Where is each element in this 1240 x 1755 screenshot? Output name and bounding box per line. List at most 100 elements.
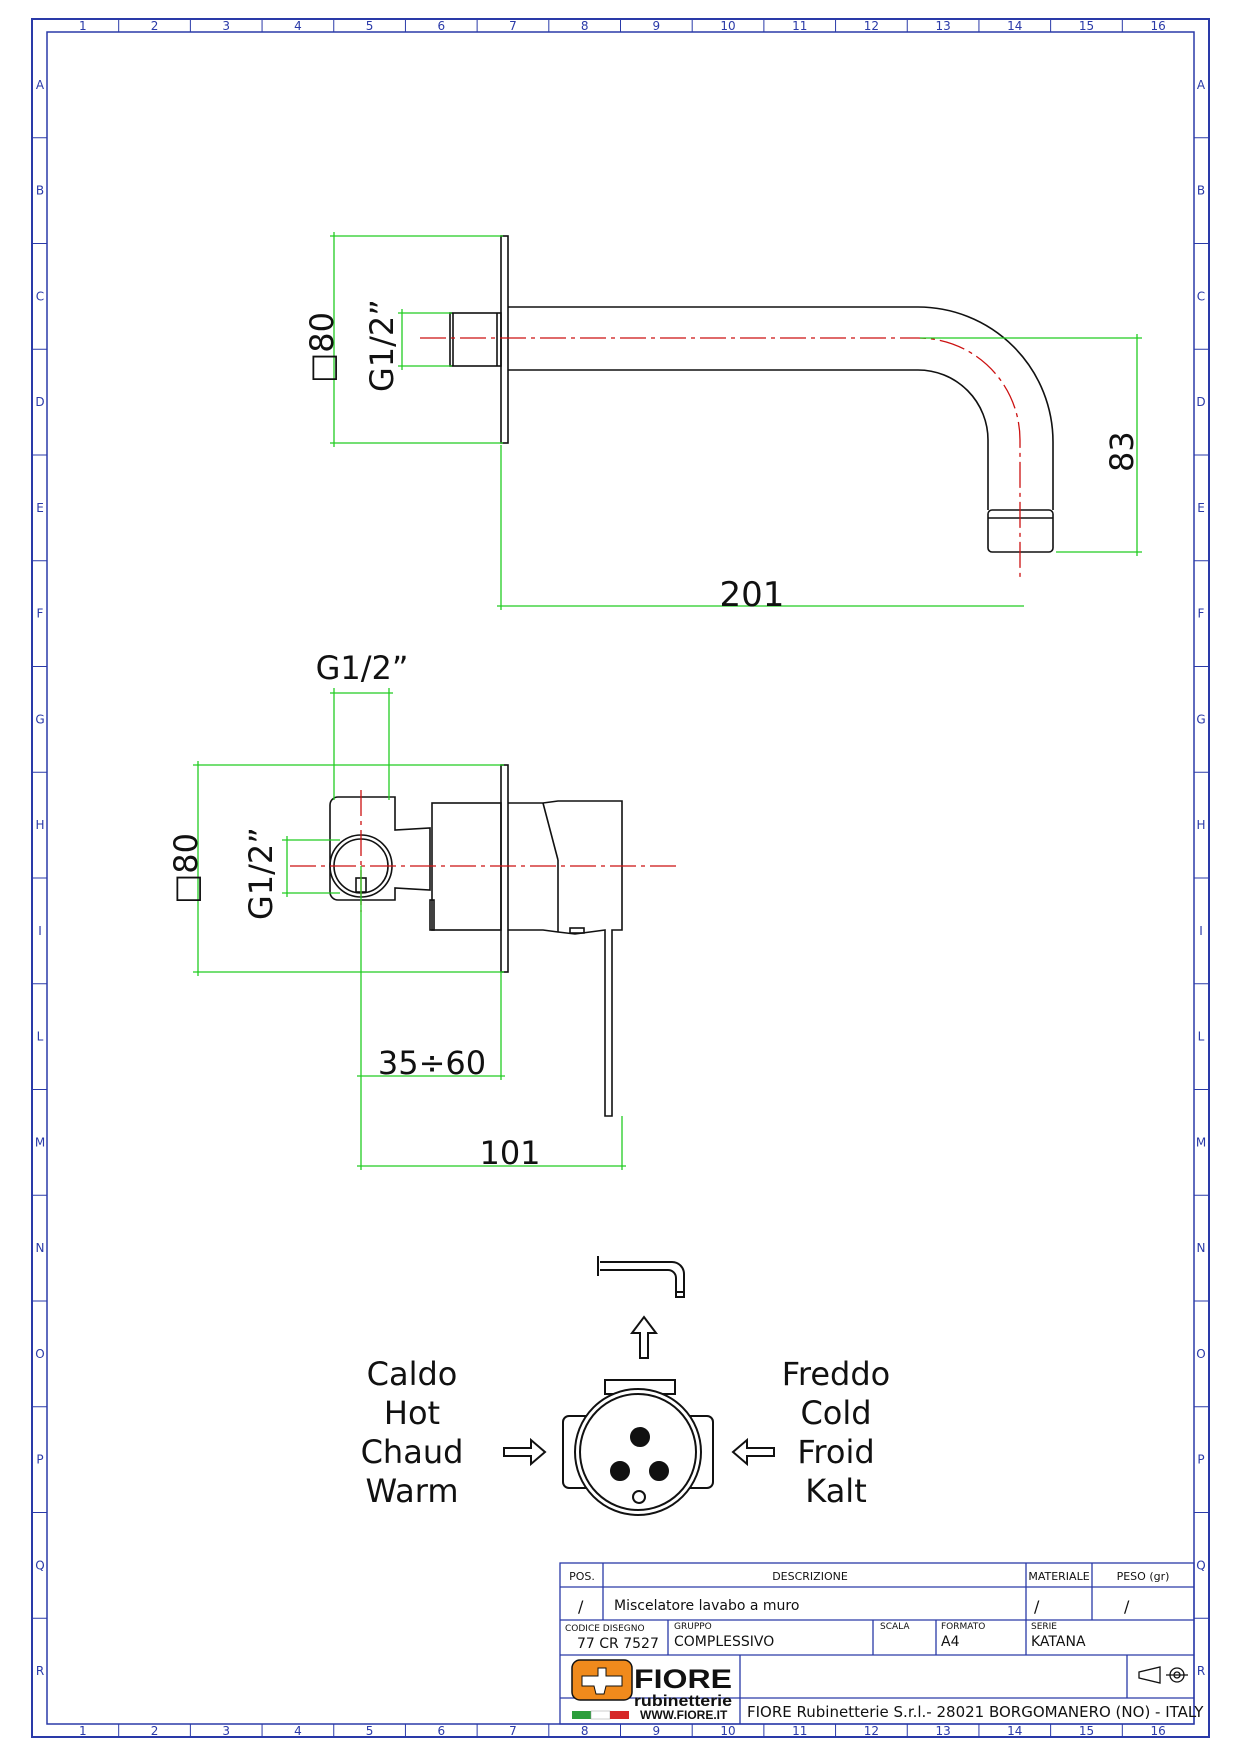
hot-label-de: Warm — [366, 1472, 459, 1510]
cold-label-it: Freddo — [782, 1355, 890, 1393]
mixer-dimension-lines — [193, 688, 626, 1170]
grid-row-label: A — [36, 78, 45, 92]
tb-series-value: KATANA — [1031, 1634, 1086, 1650]
tb-series-header: SERIE — [1031, 1622, 1057, 1632]
dim-mid-thread-side: G1/2” — [242, 827, 280, 920]
tb-pos-header: POS. — [569, 1570, 595, 1583]
grid-column-label: 3 — [222, 1724, 230, 1738]
grid-column-label: 1 — [79, 19, 87, 33]
tb-material-value: / — [1034, 1597, 1040, 1616]
port-right — [649, 1461, 669, 1481]
grid-row-label: N — [36, 1241, 45, 1255]
projection-symbol-icon — [1138, 1666, 1188, 1684]
tb-weight-header: PESO (gr) — [1117, 1570, 1170, 1583]
grid-row-label: Q — [1196, 1558, 1205, 1572]
spout-thread-connector — [449, 312, 502, 367]
grid-row-label: O — [35, 1347, 44, 1361]
grid-row-label: G — [1196, 712, 1205, 726]
hot-inlet-arrow — [503, 1437, 547, 1467]
dim-spout-drop: 83 — [1103, 431, 1141, 472]
spout-dimension-lines — [330, 232, 1142, 610]
tb-descr-header: DESCRIZIONE — [772, 1570, 848, 1583]
grid-row-label: C — [36, 289, 44, 303]
port-small — [632, 1490, 646, 1504]
tb-scale-header: SCALA — [880, 1622, 910, 1632]
grid-column-label: 10 — [720, 1724, 735, 1738]
logo-web: WWW.FIORE.IT — [640, 1708, 728, 1722]
mixer-handle — [508, 800, 623, 1117]
tb-pos-value: / — [578, 1597, 584, 1616]
grid-row-label: I — [38, 924, 42, 938]
grid-column-label: 4 — [294, 1724, 302, 1738]
tb-descr-value: Miscelatore lavabo a muro — [614, 1598, 799, 1614]
grid-reference-marks: 1122334455667788991010111112121313141415… — [32, 19, 1209, 1738]
grid-row-label: G — [35, 712, 44, 726]
grid-column-label: 15 — [1079, 1724, 1094, 1738]
dim-depth-range: 35÷60 — [378, 1044, 486, 1082]
grid-row-label: H — [1196, 818, 1205, 832]
port-left — [610, 1461, 630, 1481]
tb-material-header: MATERIALE — [1028, 1570, 1089, 1583]
grid-column-label: 5 — [366, 1724, 374, 1738]
grid-row-label: R — [36, 1664, 44, 1678]
grid-column-label: 11 — [792, 19, 807, 33]
logo-rubinetterie: rubinetterie — [634, 1693, 732, 1710]
spout-wall-plate — [500, 235, 509, 444]
hot-label-fr: Chaud — [361, 1433, 464, 1471]
grid-row-label: R — [1197, 1664, 1205, 1678]
grid-row-label: F — [37, 607, 44, 621]
outflow-arrow — [630, 1315, 658, 1359]
grid-column-label: 15 — [1079, 19, 1094, 33]
grid-column-label: 1 — [79, 1724, 87, 1738]
grid-column-label: 13 — [935, 19, 950, 33]
tb-format-value: A4 — [941, 1634, 960, 1650]
grid-row-label: P — [36, 1453, 43, 1467]
grid-column-label: 7 — [509, 1724, 517, 1738]
grid-row-label: F — [1198, 607, 1205, 621]
grid-row-label: M — [1196, 1135, 1206, 1149]
grid-column-label: 16 — [1151, 19, 1166, 33]
grid-column-label: 9 — [653, 1724, 661, 1738]
tb-format-header: FORMATO — [941, 1622, 985, 1632]
grid-column-label: 3 — [222, 19, 230, 33]
tb-group-header: GRUPPO — [674, 1622, 712, 1632]
spout-centerlines — [420, 337, 1021, 580]
port-top — [630, 1427, 650, 1447]
hot-label-it: Caldo — [367, 1355, 458, 1393]
grid-row-label: N — [1197, 1241, 1206, 1255]
mixer-inlet-fitting — [329, 796, 431, 901]
grid-row-label: Q — [35, 1558, 44, 1572]
grid-column-label: 13 — [935, 1724, 950, 1738]
title-block: POS. DESCRIZIONE MATERIALE PESO (gr) / M… — [559, 1562, 1204, 1725]
dim-mid-square: □80 — [167, 833, 205, 904]
grid-row-label: B — [36, 184, 44, 198]
grid-column-label: 14 — [1007, 1724, 1022, 1738]
grid-row-label: C — [1197, 289, 1205, 303]
cold-label-fr: Froid — [797, 1433, 874, 1471]
grid-row-label: M — [35, 1135, 45, 1149]
grid-column-label: 6 — [437, 1724, 445, 1738]
grid-column-label: 9 — [653, 19, 661, 33]
grid-column-label: 4 — [294, 19, 302, 33]
logo-fiore: FIORE — [634, 1664, 732, 1694]
tb-group-value: COMPLESSIVO — [674, 1634, 774, 1650]
dim-mid-thread-top: G1/2” — [316, 649, 409, 687]
hot-label-en: Hot — [384, 1394, 440, 1432]
grid-column-label: 7 — [509, 19, 517, 33]
grid-column-label: 8 — [581, 19, 589, 33]
grid-row-label: E — [1197, 501, 1205, 515]
grid-column-label: 12 — [864, 19, 879, 33]
grid-row-label: I — [1199, 924, 1203, 938]
grid-column-label: 16 — [1151, 1724, 1166, 1738]
tb-code-header: CODICE DISEGNO — [565, 1624, 645, 1634]
grid-row-label: E — [36, 501, 44, 515]
cold-label-en: Cold — [800, 1394, 871, 1432]
grid-row-label: L — [1198, 1030, 1205, 1044]
grid-column-label: 2 — [151, 19, 159, 33]
mini-spout-icon — [600, 1261, 685, 1292]
dim-top-square: □80 — [303, 312, 341, 383]
tb-code-value: 77 CR 7527 — [577, 1636, 659, 1652]
grid-row-label: H — [35, 818, 44, 832]
spout-side-view — [449, 235, 1054, 553]
spout-body — [508, 306, 1054, 510]
